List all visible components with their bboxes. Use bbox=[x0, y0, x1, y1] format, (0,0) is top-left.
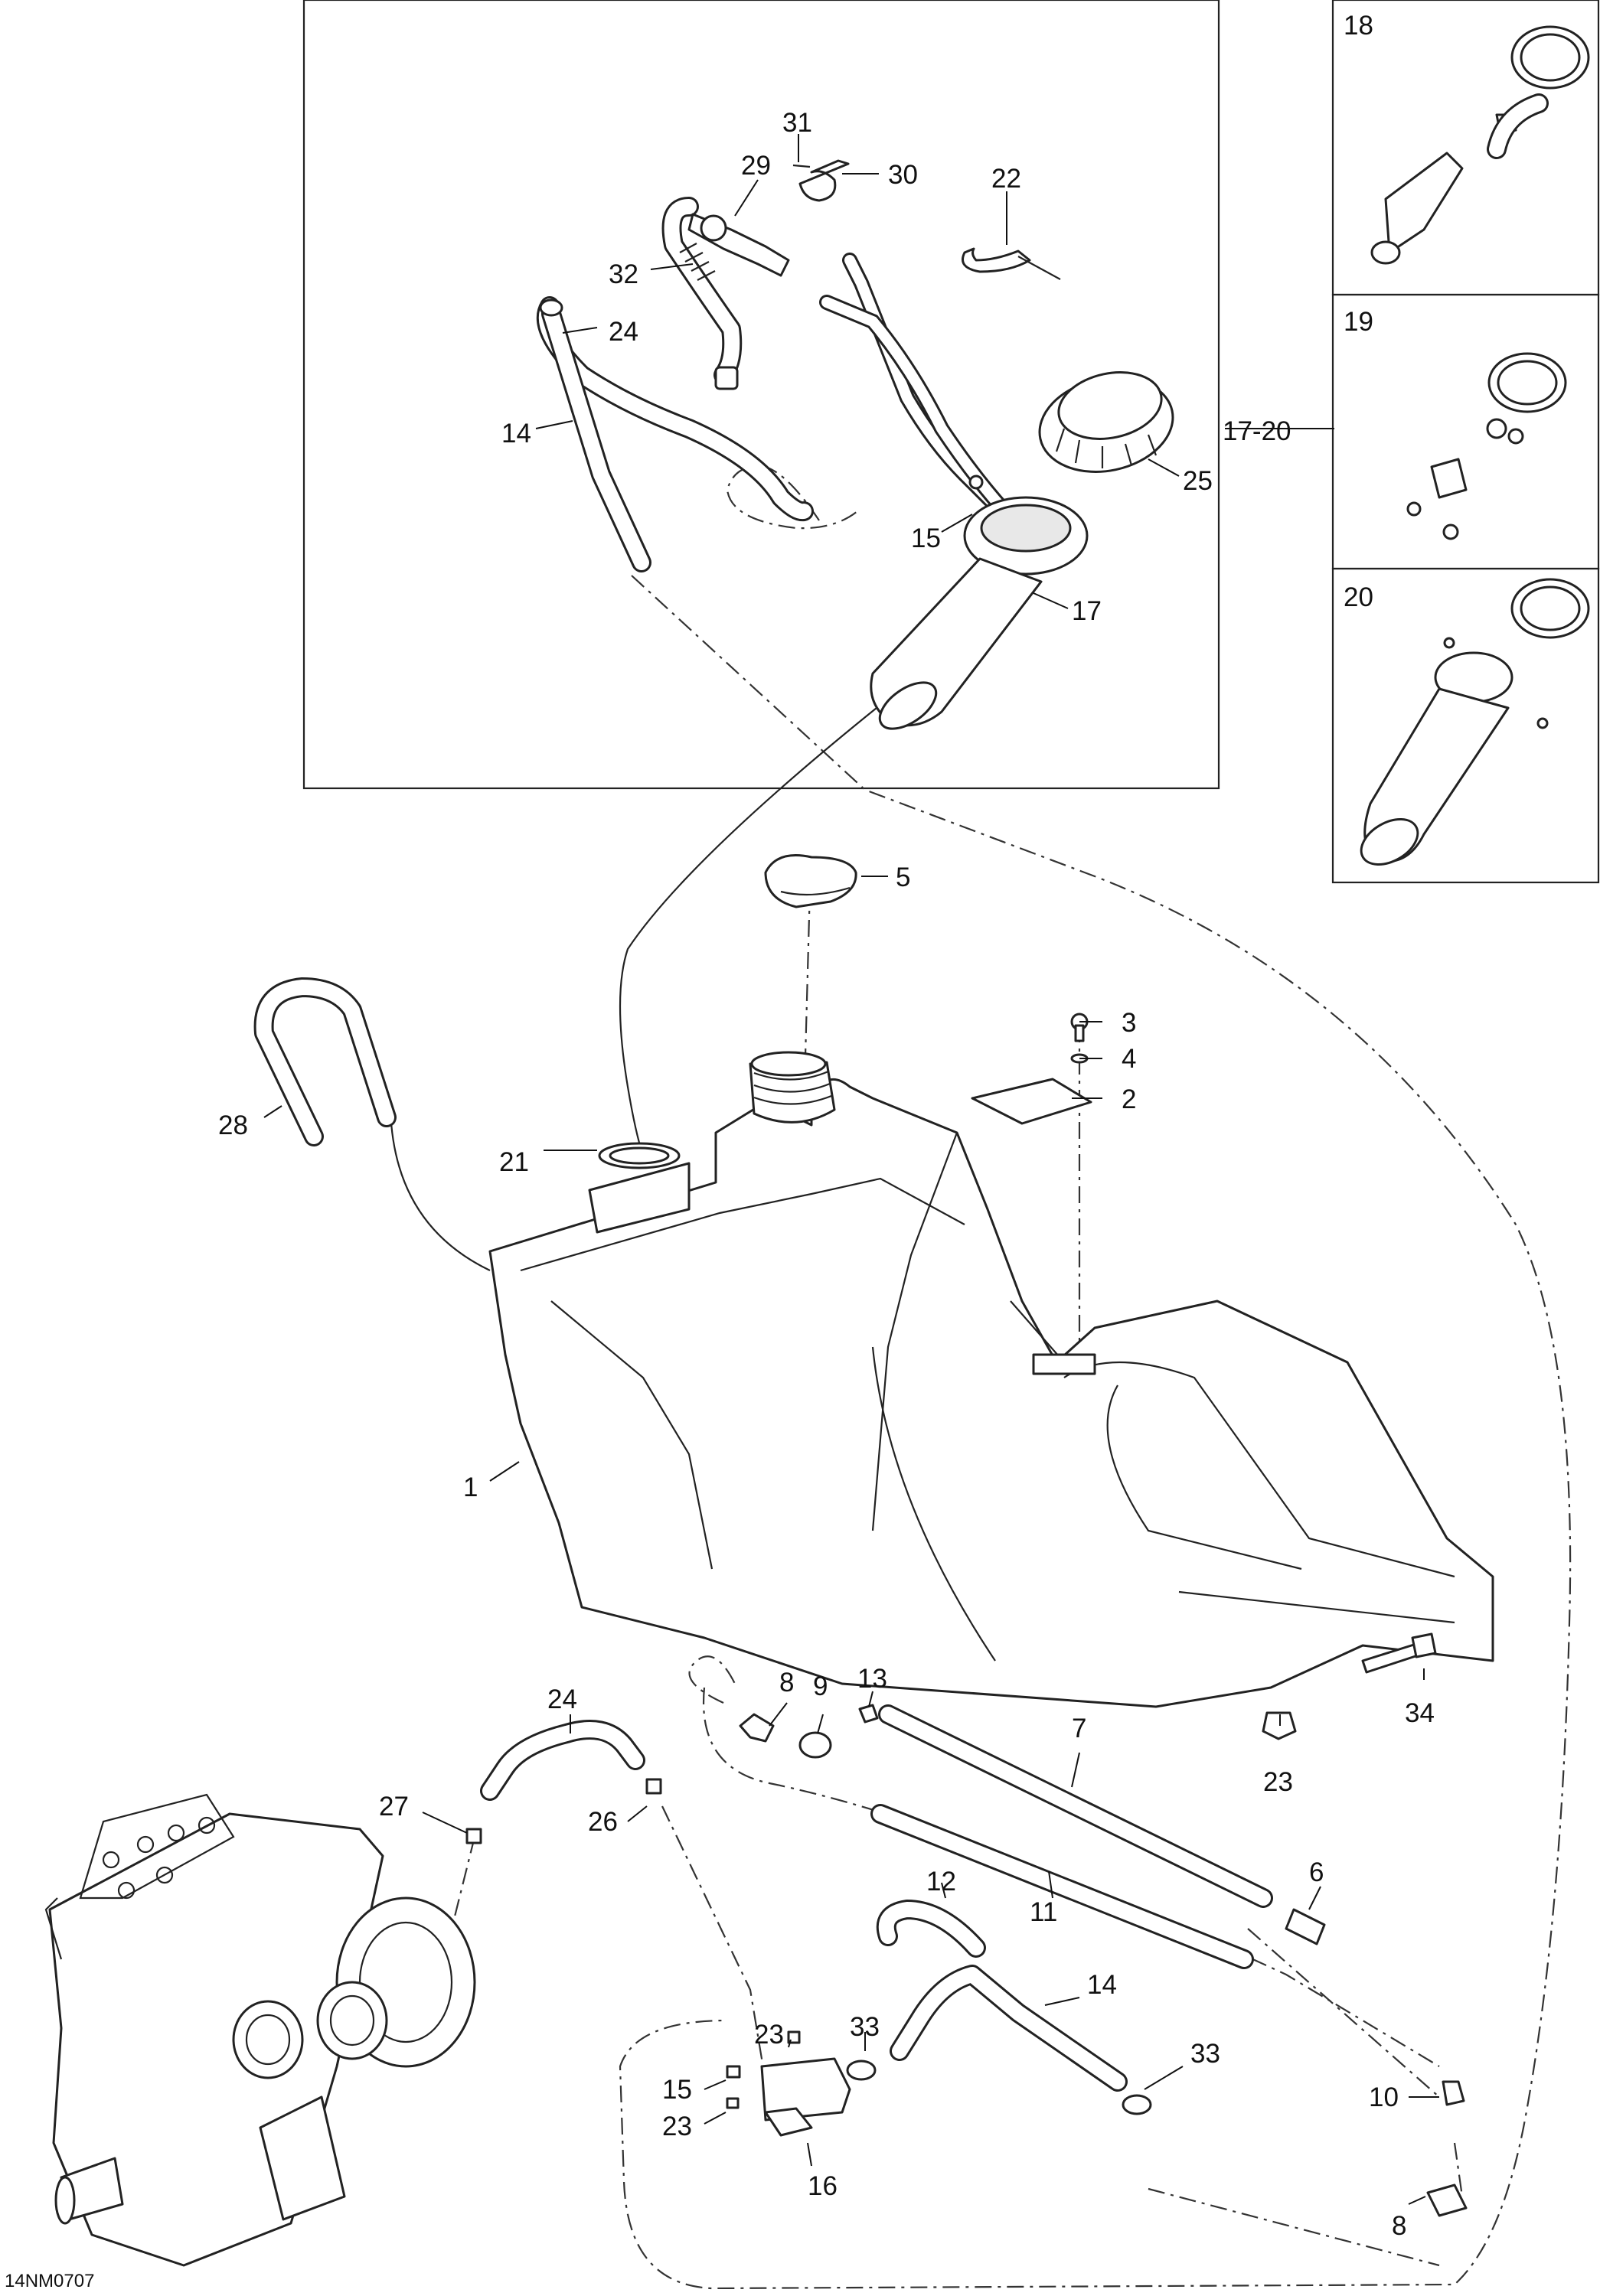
connection-lines bbox=[389, 465, 1572, 2290]
callout-1: 1 bbox=[463, 1473, 478, 1502]
callout-24-top: 24 bbox=[609, 317, 638, 347]
callout-33-right: 33 bbox=[1190, 2039, 1220, 2069]
callout-13: 13 bbox=[857, 1664, 887, 1694]
callout-21: 21 bbox=[499, 1147, 529, 1177]
callout-19: 19 bbox=[1344, 307, 1373, 337]
engine bbox=[44, 1793, 476, 2267]
callout-23-mid: 23 bbox=[754, 2020, 784, 2050]
callout-23-bottom: 23 bbox=[662, 2112, 692, 2141]
callout-17: 17 bbox=[1072, 596, 1102, 626]
callout-10: 10 bbox=[1369, 2082, 1399, 2112]
callout-18: 18 bbox=[1344, 11, 1373, 41]
callout-34: 34 bbox=[1405, 1698, 1435, 1728]
fuel-pump-assembly-inset bbox=[536, 159, 1174, 730]
callout-24-bottom: 24 bbox=[547, 1684, 577, 1714]
inset-frame-20 bbox=[1331, 567, 1600, 884]
leader-lines bbox=[263, 134, 1439, 2205]
callout-30: 30 bbox=[888, 160, 918, 190]
callout-15-top: 15 bbox=[911, 523, 941, 553]
callout-11: 11 bbox=[1030, 1897, 1057, 1927]
callout-5: 5 bbox=[896, 863, 910, 892]
callout-15-bottom: 15 bbox=[662, 2075, 692, 2105]
callout-4: 4 bbox=[1122, 1044, 1136, 1074]
callout-6: 6 bbox=[1309, 1857, 1324, 1887]
callout-31: 31 bbox=[782, 108, 812, 138]
callout-20: 20 bbox=[1344, 582, 1373, 612]
callout-17-20: 17-20 bbox=[1223, 416, 1291, 446]
callout-2: 2 bbox=[1122, 1084, 1136, 1114]
callout-labels: 31 29 30 22 32 24 14 25 15 17 17-20 18 1… bbox=[218, 11, 1435, 2241]
inset-19-seals bbox=[1406, 352, 1567, 540]
inset-20-reservoir bbox=[1360, 578, 1590, 866]
callout-8-top: 8 bbox=[779, 1668, 794, 1698]
fuel-tank bbox=[253, 854, 1494, 1708]
callout-14-bottom: 14 bbox=[1087, 1970, 1117, 2000]
callout-27: 27 bbox=[379, 1792, 409, 1821]
callout-32: 32 bbox=[609, 259, 638, 289]
callout-33-left: 33 bbox=[850, 2012, 880, 2042]
inset-18-pump bbox=[1370, 25, 1590, 265]
callout-12: 12 bbox=[926, 1867, 956, 1896]
callout-3: 3 bbox=[1122, 1008, 1136, 1038]
callout-26: 26 bbox=[588, 1807, 618, 1837]
callout-28: 28 bbox=[218, 1110, 248, 1140]
callout-23-right: 23 bbox=[1263, 1767, 1293, 1797]
callout-7: 7 bbox=[1072, 1714, 1086, 1743]
callout-16: 16 bbox=[808, 2171, 838, 2201]
callout-22: 22 bbox=[991, 164, 1021, 194]
callout-29: 29 bbox=[741, 151, 771, 181]
inset-frame-fuel-pump-assembly bbox=[302, 0, 1220, 790]
callout-8-bottom: 8 bbox=[1392, 2211, 1406, 2241]
callout-25: 25 bbox=[1183, 466, 1213, 496]
callout-9: 9 bbox=[813, 1671, 828, 1701]
lower-hardware bbox=[465, 1632, 1468, 2217]
drawing-code: 14NM0707 bbox=[5, 2271, 94, 2291]
callout-14-top: 14 bbox=[501, 419, 531, 448]
